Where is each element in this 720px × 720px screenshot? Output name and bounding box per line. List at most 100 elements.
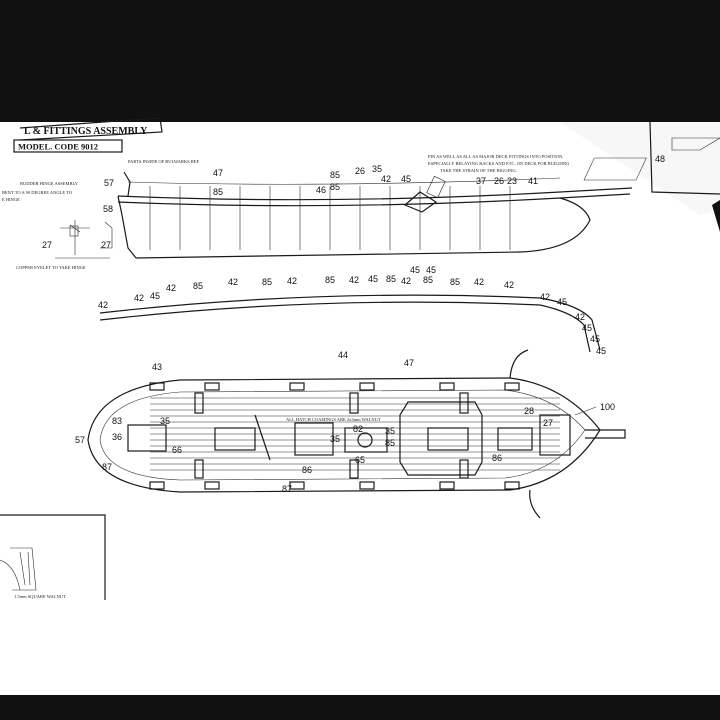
left-note-1: RUDDER HINGE ASSEMBLY (20, 181, 79, 186)
gun-port (504, 481, 520, 490)
deck-label-44: 44 (338, 350, 348, 360)
rail-label: 45 (150, 291, 160, 301)
side-label-26b: 26 (494, 176, 504, 186)
side-label-41: 41 (528, 176, 538, 186)
rail-label: 45 (368, 274, 378, 284)
side-label-37: 37 (476, 176, 486, 186)
side-label-57: 57 (104, 178, 114, 188)
inset-label-48: 48 (655, 154, 665, 164)
gun-port (504, 382, 520, 391)
deck-label-86b: 86 (492, 453, 502, 463)
deck-label-86a: 86 (302, 465, 312, 475)
side-label-27b: 27 (101, 240, 111, 250)
deck-label-83: 83 (112, 416, 122, 426)
rail-label: 42 (166, 283, 176, 293)
deck-label-87b: 87 (282, 484, 292, 494)
windlass (539, 414, 571, 456)
hinge-note: COPPER EYELET TO TAKE HINGE (16, 265, 86, 270)
mast-bitt (194, 392, 204, 414)
gun-ports (149, 382, 520, 490)
side-label-42: 42 (381, 174, 391, 184)
rail-label: 42 (474, 277, 484, 287)
hatch-grating-main (294, 422, 334, 456)
title-text: L & FITTINGS ASSEMBLY (24, 126, 148, 137)
left-note-3: E HINGE (2, 197, 20, 202)
mast-bitt (194, 459, 204, 479)
side-right-note-3: TAKE THE STRAIN OF THE RIGGING. (440, 168, 517, 173)
rail-label: 85 (423, 275, 433, 285)
mast-bitt (349, 459, 359, 479)
deck-label-28: 28 (524, 406, 534, 416)
side-label-46: 46 (316, 185, 326, 195)
left-note-2: BENT TO A 90 DEGREE ANGLE TO (2, 190, 73, 195)
rail-label: 45 (590, 334, 600, 344)
deck-label-100: 100 (600, 402, 615, 412)
side-label-27a: 27 (42, 240, 52, 250)
mast-bitt (459, 392, 469, 414)
rail-label: 45 (426, 265, 436, 275)
side-label-85a: 85 (213, 187, 223, 197)
rail-label: 42 (504, 280, 514, 290)
paper-fold-shadow (560, 122, 720, 215)
hull-side-elevation: PARTS INSIDE OF BULWARKS BEF PIN AS WELL… (103, 154, 633, 259)
deck-label-35b: 35 (330, 434, 340, 444)
deck-label-27: 27 (543, 418, 553, 428)
rail-label: 42 (349, 275, 359, 285)
deck-label-82: 82 (353, 424, 363, 434)
hatch-cabin (214, 427, 256, 451)
rail-label: 42 (134, 293, 144, 303)
side-label-85c: 85 (330, 182, 340, 192)
gun-port (204, 382, 220, 391)
side-label-35: 35 (372, 164, 382, 174)
bottom-left-note: 1.5mm SQUARE WALNUT (14, 594, 66, 599)
mast-bitt (349, 392, 359, 414)
bottom-left-detail: 1.5mm SQUARE WALNUT (0, 514, 106, 600)
side-label-45: 45 (401, 174, 411, 184)
rail-label: 45 (410, 265, 420, 275)
gun-port (149, 481, 165, 490)
gun-port (359, 481, 375, 490)
deck-label-65: 65 (355, 455, 365, 465)
rail-label: 45 (582, 323, 592, 333)
hatch-grating-fore (497, 427, 533, 451)
deck-plan: ALL HATCH COAMINGS ARE 2x3mm WALNUT 43 4… (75, 349, 626, 519)
deck-label-35a: 35 (160, 416, 170, 426)
rail-label: 42 (98, 300, 108, 310)
gun-port (289, 481, 305, 490)
deck-label-47: 47 (404, 358, 414, 368)
rail-label: 45 (557, 297, 567, 307)
rail-label: 85 (450, 277, 460, 287)
rail-label: 42 (228, 277, 238, 287)
gun-port (289, 382, 305, 391)
deck-label-57: 57 (75, 435, 85, 445)
hull-frames (149, 186, 511, 250)
side-label-58: 58 (103, 204, 113, 214)
hatch-note: ALL HATCH COAMINGS ARE 2x3mm WALNUT (286, 417, 381, 422)
side-label-47: 47 (213, 168, 223, 178)
deckhouse (399, 401, 483, 476)
rail-label: 85 (386, 274, 396, 284)
deck-label-66: 66 (172, 445, 182, 455)
side-right-note-2: ESPECIALLY BELAYING RACKS AND ETC. ON DE… (428, 161, 570, 166)
deck-label-36: 36 (112, 432, 122, 442)
deck-label-87a: 87 (102, 462, 112, 472)
deck-label-35c: 35 (385, 426, 395, 436)
bottom-dark-margin (0, 695, 720, 720)
side-label-26: 26 (355, 166, 365, 176)
gun-port (204, 481, 220, 490)
deck-label-85: 85 (385, 438, 395, 448)
rail-label: 85 (193, 281, 203, 291)
rail-label: 85 (325, 275, 335, 285)
top-dark-margin (0, 0, 720, 122)
rail-label: 45 (596, 346, 606, 356)
title-block: L & FITTINGS ASSEMBLY MODEL. CODE 9012 (13, 117, 163, 153)
deck-label-43: 43 (152, 362, 162, 372)
side-top-note: PARTS INSIDE OF BULWARKS BEF (128, 159, 199, 164)
mast-bitt (459, 459, 469, 479)
rail-label: 85 (262, 277, 272, 287)
model-code: MODEL. CODE 9012 (18, 142, 98, 152)
